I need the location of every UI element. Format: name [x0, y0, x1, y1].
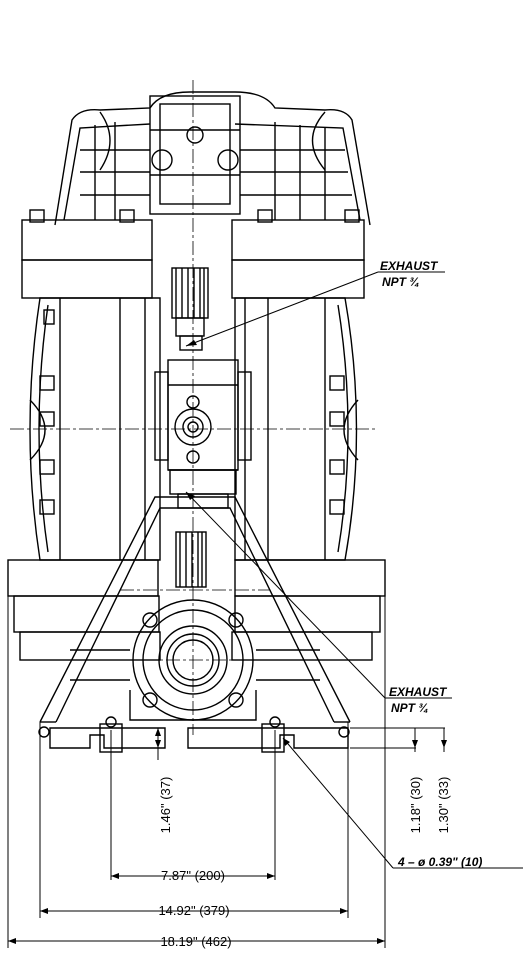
- exhaust-top-label: EXHAUST: [380, 259, 439, 273]
- dimension-lines: [7, 271, 523, 948]
- base-feet: [38, 716, 350, 753]
- support-frame: [39, 496, 351, 723]
- exhaust-bottom-label: EXHAUST: [389, 685, 448, 699]
- dim-foot-height-left: 1.46" (37): [158, 777, 173, 834]
- center-air-section: [154, 267, 252, 588]
- dim-inner-bolt-spacing: 7.87" (200): [161, 868, 225, 883]
- dim-foot-height-a: 1.18" (30): [408, 777, 423, 834]
- top-manifold: [54, 91, 371, 226]
- exhaust-top-npt-label: NPT ¾: [382, 275, 419, 289]
- arrowheads: [8, 340, 447, 944]
- dim-foot-height-b: 1.30" (33): [436, 777, 451, 834]
- exhaust-bottom-npt-label: NPT ¾: [391, 701, 428, 715]
- bolt-holes-label: 4 – ø 0.39" (10): [397, 855, 482, 869]
- centerlines: [10, 80, 375, 735]
- dim-overall-width: 18.19" (462): [160, 934, 231, 949]
- pump-body: [7, 91, 386, 753]
- left-diaphragm-housing: [29, 297, 161, 561]
- dim-mid-bolt-spacing: 14.92" (379): [158, 903, 229, 918]
